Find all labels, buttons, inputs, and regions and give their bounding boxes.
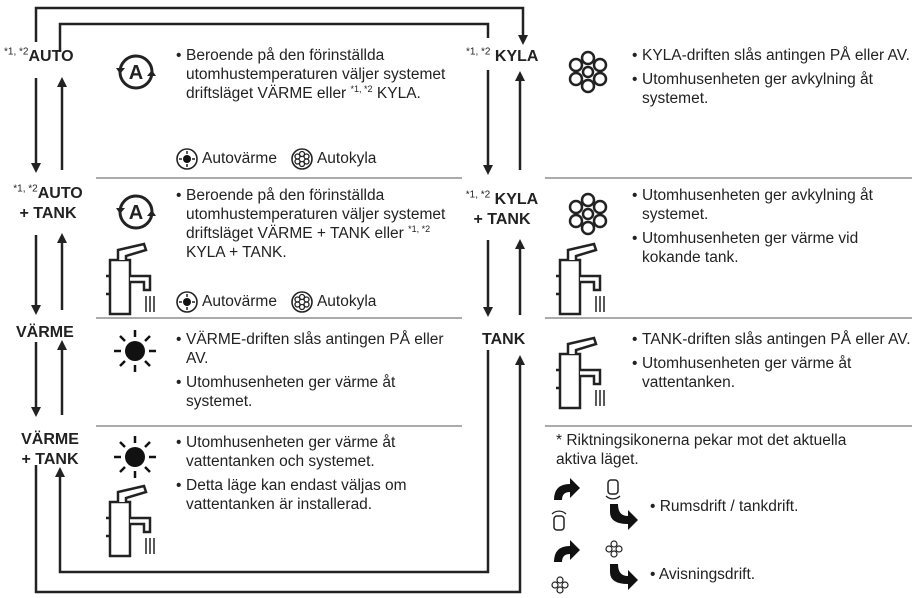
tank-faucet-icon <box>106 484 155 558</box>
auto-bullet-1: Beroende på den förinställda utomhustemp… <box>176 46 462 103</box>
sun-heat-icon <box>114 436 156 478</box>
auto-cool-icon <box>291 148 313 170</box>
cool-tank-description: Utomhusenheten ger avkylning åt systemet… <box>632 186 912 272</box>
footnote-marks: *1, *2 <box>408 223 431 234</box>
footnote-marks: *1, *2 <box>4 46 29 58</box>
auto-tank-sub-icons: Autovärme Autokyla <box>176 291 376 313</box>
auto-cool-icon <box>291 291 313 313</box>
tank-description: TANK-driften slås antingen PÅ eller AV. … <box>632 330 912 397</box>
defrost-arrows-icon <box>551 540 638 594</box>
cool-tank-bullet-1: Utomhusenheten ger avkylning åt systemet… <box>632 186 912 224</box>
snowflake-cool-icon <box>568 192 608 236</box>
heat-description: VÄRME-driften slås antingen PÅ eller AV.… <box>176 330 462 416</box>
mode-label-tank: TANK <box>482 331 526 348</box>
svg-text:A: A <box>129 202 143 224</box>
auto-description: Beroende på den förinställda utomhustemp… <box>176 46 462 108</box>
legend-defrost: • Avisningsdrift. <box>650 566 756 583</box>
mode-label-heat: VÄRME <box>16 324 74 341</box>
footnote-marks: *1, *2 <box>466 46 491 58</box>
direction-note: * Riktningsikonerna pekar mot det aktuel… <box>556 432 847 468</box>
mode-label-cool: *1, *2 KYLA <box>466 47 538 67</box>
heat-tank-description: Utomhusenheten ger värme åt vattentanken… <box>176 433 462 519</box>
cool-bullet-2: Utomhusenheten ger avkylning åt systemet… <box>632 70 912 108</box>
tank-faucet-icon <box>106 242 155 316</box>
heat-tank-bullet-2: Detta läge kan endast väljas om vattenta… <box>176 476 462 514</box>
svg-text:A: A <box>129 62 143 84</box>
mode-label-heat-tank: VÄRME + TANK <box>10 430 90 470</box>
auto-cool-label: Autokyla <box>316 150 377 167</box>
auto-heat-icon <box>176 148 198 170</box>
legend-room-tank: • Rumsdrift / tankdrift. <box>650 498 799 515</box>
heat-tank-bullet-1: Utomhusenheten ger värme åt vattentanken… <box>176 433 462 471</box>
auto-bullet-1-tail: KYLA. <box>376 85 421 102</box>
mode-label-cool-tank: *1, *2 KYLA + TANK <box>456 190 548 230</box>
tank-bullet-2: Utomhusenheten ger värme åt vattentanken… <box>632 354 912 392</box>
mode-label-auto-tank: *1, *2AUTO + TANK <box>2 184 94 224</box>
auto-label-text: AUTO <box>28 48 74 65</box>
auto-bullet-1-text: Beroende på den förinställda utomhustemp… <box>186 47 446 102</box>
footnote-marks: *1, *2 <box>465 189 491 201</box>
auto-sub-icons: Autovärme Autokyla <box>176 148 376 170</box>
auto-tank-bullet-1-text: Beroende på den förinställda utomhustemp… <box>186 187 446 242</box>
cool-tank-label-1: KYLA <box>494 191 539 208</box>
tank-faucet-icon <box>556 242 605 316</box>
heat-tank-label-1: VÄRME <box>21 431 79 448</box>
tank-faucet-icon <box>556 336 605 410</box>
auto-mode-icon: A <box>116 54 156 90</box>
auto-mode-icon: A <box>116 194 156 230</box>
heat-tank-label-2: + TANK <box>21 451 79 468</box>
cool-bullet-1: KYLA-driften slås antingen PÅ eller AV. <box>632 46 912 65</box>
auto-tank-label-2: + TANK <box>19 205 77 222</box>
auto-heat-label: Autovärme <box>202 150 277 167</box>
auto-tank-bullet-1-tail: KYLA + TANK. <box>186 244 287 261</box>
tank-bullet-1: TANK-driften slås antingen PÅ eller AV. <box>632 330 912 349</box>
auto-cool-label: Autokyla <box>316 293 377 310</box>
footnote-marks: *1, *2 <box>13 183 38 195</box>
cool-tank-bullet-2: Utomhusenheten ger värme vid kokande tan… <box>632 229 912 267</box>
snowflake-cool-icon <box>568 50 608 94</box>
direction-arrows-icon <box>551 478 638 531</box>
auto-tank-label-1: AUTO <box>37 185 83 202</box>
sun-heat-icon <box>114 330 156 372</box>
cool-label-text: KYLA <box>494 48 539 65</box>
cool-tank-label-2: + TANK <box>473 211 531 228</box>
mode-label-auto: *1, *2AUTO <box>4 47 74 67</box>
auto-heat-icon <box>176 291 198 313</box>
heat-bullet-1: VÄRME-driften slås antingen PÅ eller AV. <box>176 330 462 368</box>
heat-bullet-2: Utomhusenheten ger värme åt systemet. <box>176 373 462 411</box>
auto-heat-label: Autovärme <box>202 293 277 310</box>
footnote-marks: *1, *2 <box>350 83 373 94</box>
cool-description: KYLA-driften slås antingen PÅ eller AV. … <box>632 46 912 113</box>
auto-tank-description: Beroende på den förinställda utomhustemp… <box>176 186 462 267</box>
auto-tank-bullet-1: Beroende på den förinställda utomhustemp… <box>176 186 462 262</box>
